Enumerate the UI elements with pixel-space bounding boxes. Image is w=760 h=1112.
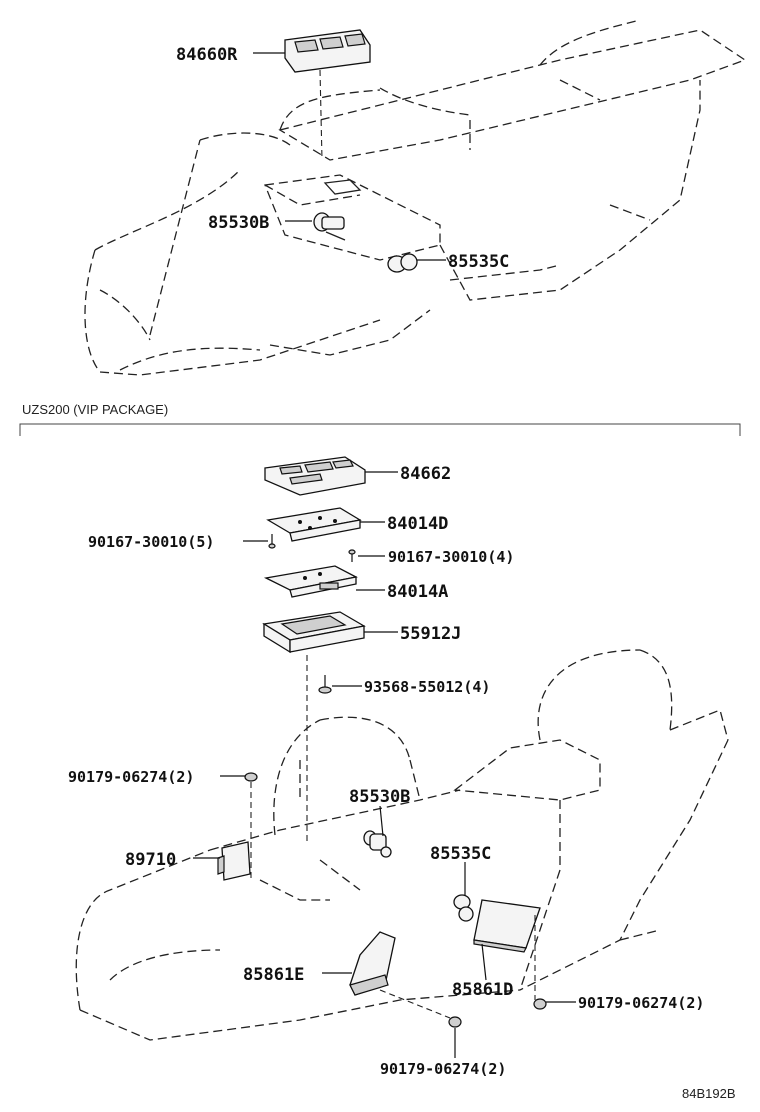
label-85535C-bottom: 85535C (430, 844, 491, 864)
housing-55912J (262, 611, 366, 654)
connector-85535C-top (387, 253, 418, 273)
label-84014D: 84014D (387, 514, 448, 534)
drawing-code: 84B192B (682, 1086, 736, 1101)
bolt-93568 (318, 675, 332, 694)
label-90167-5: 90167-30010(5) (88, 533, 214, 551)
board-84014A (263, 565, 358, 598)
module-89710 (217, 841, 251, 881)
label-84014A: 84014A (387, 582, 448, 602)
label-90179-bottom: 90179-06274(2) (380, 1060, 506, 1078)
label-85861E: 85861E (243, 965, 304, 985)
bracket-85861E (349, 931, 396, 996)
label-90167-4: 90167-30010(4) (388, 548, 514, 566)
screw-90167-4 (348, 549, 356, 562)
connector-85530B-bottom (363, 830, 392, 858)
connector-85535C-bottom (453, 894, 474, 922)
dash-guide-bracket (379, 989, 451, 1019)
label-85530B-bottom: 85530B (349, 787, 410, 807)
cover-84662 (264, 456, 366, 496)
top-seat-outline (84, 19, 747, 376)
connector-85530B-top (313, 212, 346, 241)
label-85535C-top: 85535C (448, 252, 509, 272)
leader-85530B-bottom (379, 805, 384, 837)
nut-90179-right (533, 998, 547, 1010)
nut-90179-left (244, 772, 258, 880)
section-bracket (19, 423, 741, 436)
section-header: UZS200 (VIP PACKAGE) (22, 402, 168, 417)
label-84662: 84662 (400, 464, 451, 484)
screw-90167-5 (268, 534, 276, 549)
label-90179-left: 90179-06274(2) (68, 768, 194, 786)
leader-85861D (481, 943, 487, 981)
board-84014D (266, 507, 362, 542)
nut-90179-bottom (448, 1016, 462, 1028)
label-55912J: 55912J (400, 624, 461, 644)
label-85861D: 85861D (452, 980, 513, 1000)
label-90179-right: 90179-06274(2) (578, 994, 704, 1012)
label-89710: 89710 (125, 850, 176, 870)
label-84660R: 84660R (176, 45, 238, 65)
switch-block-84660R (284, 29, 371, 161)
label-85530B-top: 85530B (208, 213, 269, 233)
box-85861D (473, 899, 541, 1000)
label-93568: 93568-55012(4) (364, 678, 490, 696)
bottom-seat-outline (75, 649, 729, 1041)
